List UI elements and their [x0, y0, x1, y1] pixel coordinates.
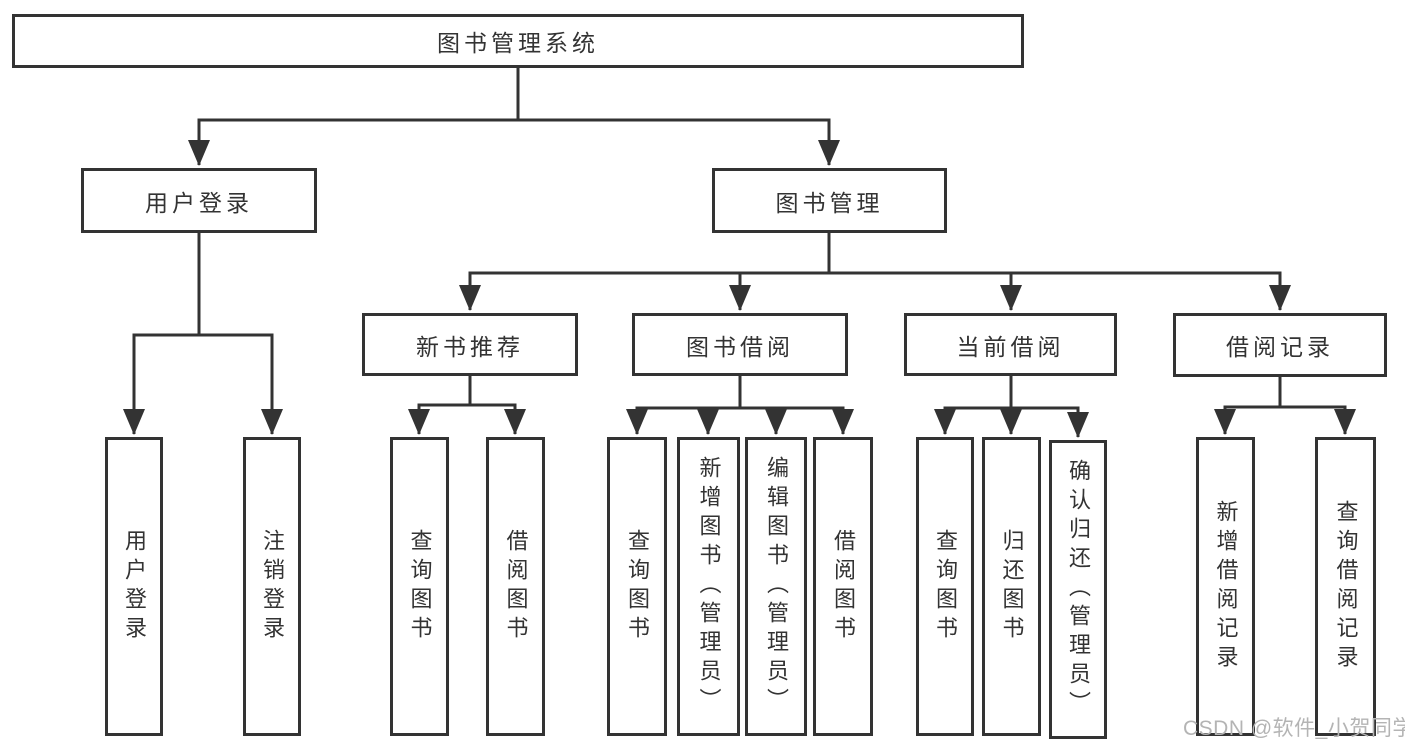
leaf-logout: 注销登录	[243, 437, 301, 736]
leaf-user-login: 用户登录	[105, 437, 163, 736]
connector-bookmgmt-to-level3	[459, 233, 1291, 311]
leaf-current-confirm-return-admin: 确认归还（管理员）	[1049, 440, 1107, 739]
node-book-borrowing-label: 图书借阅	[686, 333, 794, 360]
node-new-book-recommend-label: 新书推荐	[416, 333, 524, 360]
leaf-current-return-books-label: 归还图书	[999, 528, 1025, 645]
leaf-borrowing-query-books: 查询图书	[607, 437, 667, 736]
leaf-current-query-books-label: 查询图书	[933, 528, 958, 645]
leaf-records-query-record-label: 查询借阅记录	[1333, 499, 1359, 674]
leaf-borrowing-edit-books-admin: 编辑图书（管理员）	[745, 437, 807, 736]
node-borrowing-records: 借阅记录	[1173, 313, 1387, 377]
connector-current-to-leaves	[934, 376, 1089, 438]
leaf-borrowing-add-books-admin: 新增图书（管理员）	[677, 437, 740, 736]
csdn-watermark: CSDN @软件_小贺同学	[1183, 717, 1405, 740]
node-current-borrowing: 当前借阅	[904, 313, 1117, 376]
leaf-borrowing-edit-books-admin-label: 编辑图书（管理员）	[764, 456, 789, 717]
leaf-current-return-books: 归还图书	[982, 437, 1041, 736]
node-user-login-label: 用户登录	[145, 189, 253, 216]
connector-recommend-to-leaves	[408, 376, 526, 435]
node-root-system: 图书管理系统	[12, 14, 1024, 68]
leaf-logout-label: 注销登录	[260, 528, 285, 645]
leaf-records-add-record-label: 新增借阅记录	[1213, 499, 1239, 674]
leaf-records-add-record: 新增借阅记录	[1196, 437, 1255, 736]
leaf-borrowing-borrow-books-label: 借阅图书	[831, 528, 856, 645]
node-current-borrowing-label: 当前借阅	[956, 333, 1065, 360]
node-book-management: 图书管理	[712, 168, 947, 233]
node-borrowing-records-label: 借阅记录	[1226, 334, 1334, 360]
node-book-management-label: 图书管理	[775, 189, 884, 216]
node-book-borrowing: 图书借阅	[632, 313, 848, 376]
connector-records-to-leaves	[1214, 377, 1356, 435]
leaf-recommend-borrow-books-label: 借阅图书	[503, 528, 529, 645]
leaf-recommend-borrow-books: 借阅图书	[486, 437, 545, 736]
connector-root-to-level2	[188, 68, 840, 166]
node-user-login: 用户登录	[81, 168, 317, 233]
leaf-recommend-query-books: 查询图书	[390, 437, 449, 736]
leaf-current-confirm-return-admin-label: 确认归还（管理员）	[1066, 459, 1091, 720]
connector-userlogin-to-leaves	[123, 233, 283, 435]
leaf-borrowing-query-books-label: 查询图书	[625, 528, 650, 645]
leaf-recommend-query-books-label: 查询图书	[407, 528, 433, 645]
leaf-borrowing-add-books-admin-label: 新增图书（管理员）	[696, 456, 722, 717]
node-root-system-label: 图书管理系统	[437, 30, 599, 56]
connector-borrowing-to-leaves	[626, 376, 854, 435]
node-new-book-recommend: 新书推荐	[362, 313, 578, 376]
leaf-borrowing-borrow-books: 借阅图书	[813, 437, 873, 736]
leaf-current-query-books: 查询图书	[916, 437, 974, 736]
leaf-records-query-record: 查询借阅记录	[1315, 437, 1376, 736]
leaf-user-login-label: 用户登录	[122, 528, 147, 645]
